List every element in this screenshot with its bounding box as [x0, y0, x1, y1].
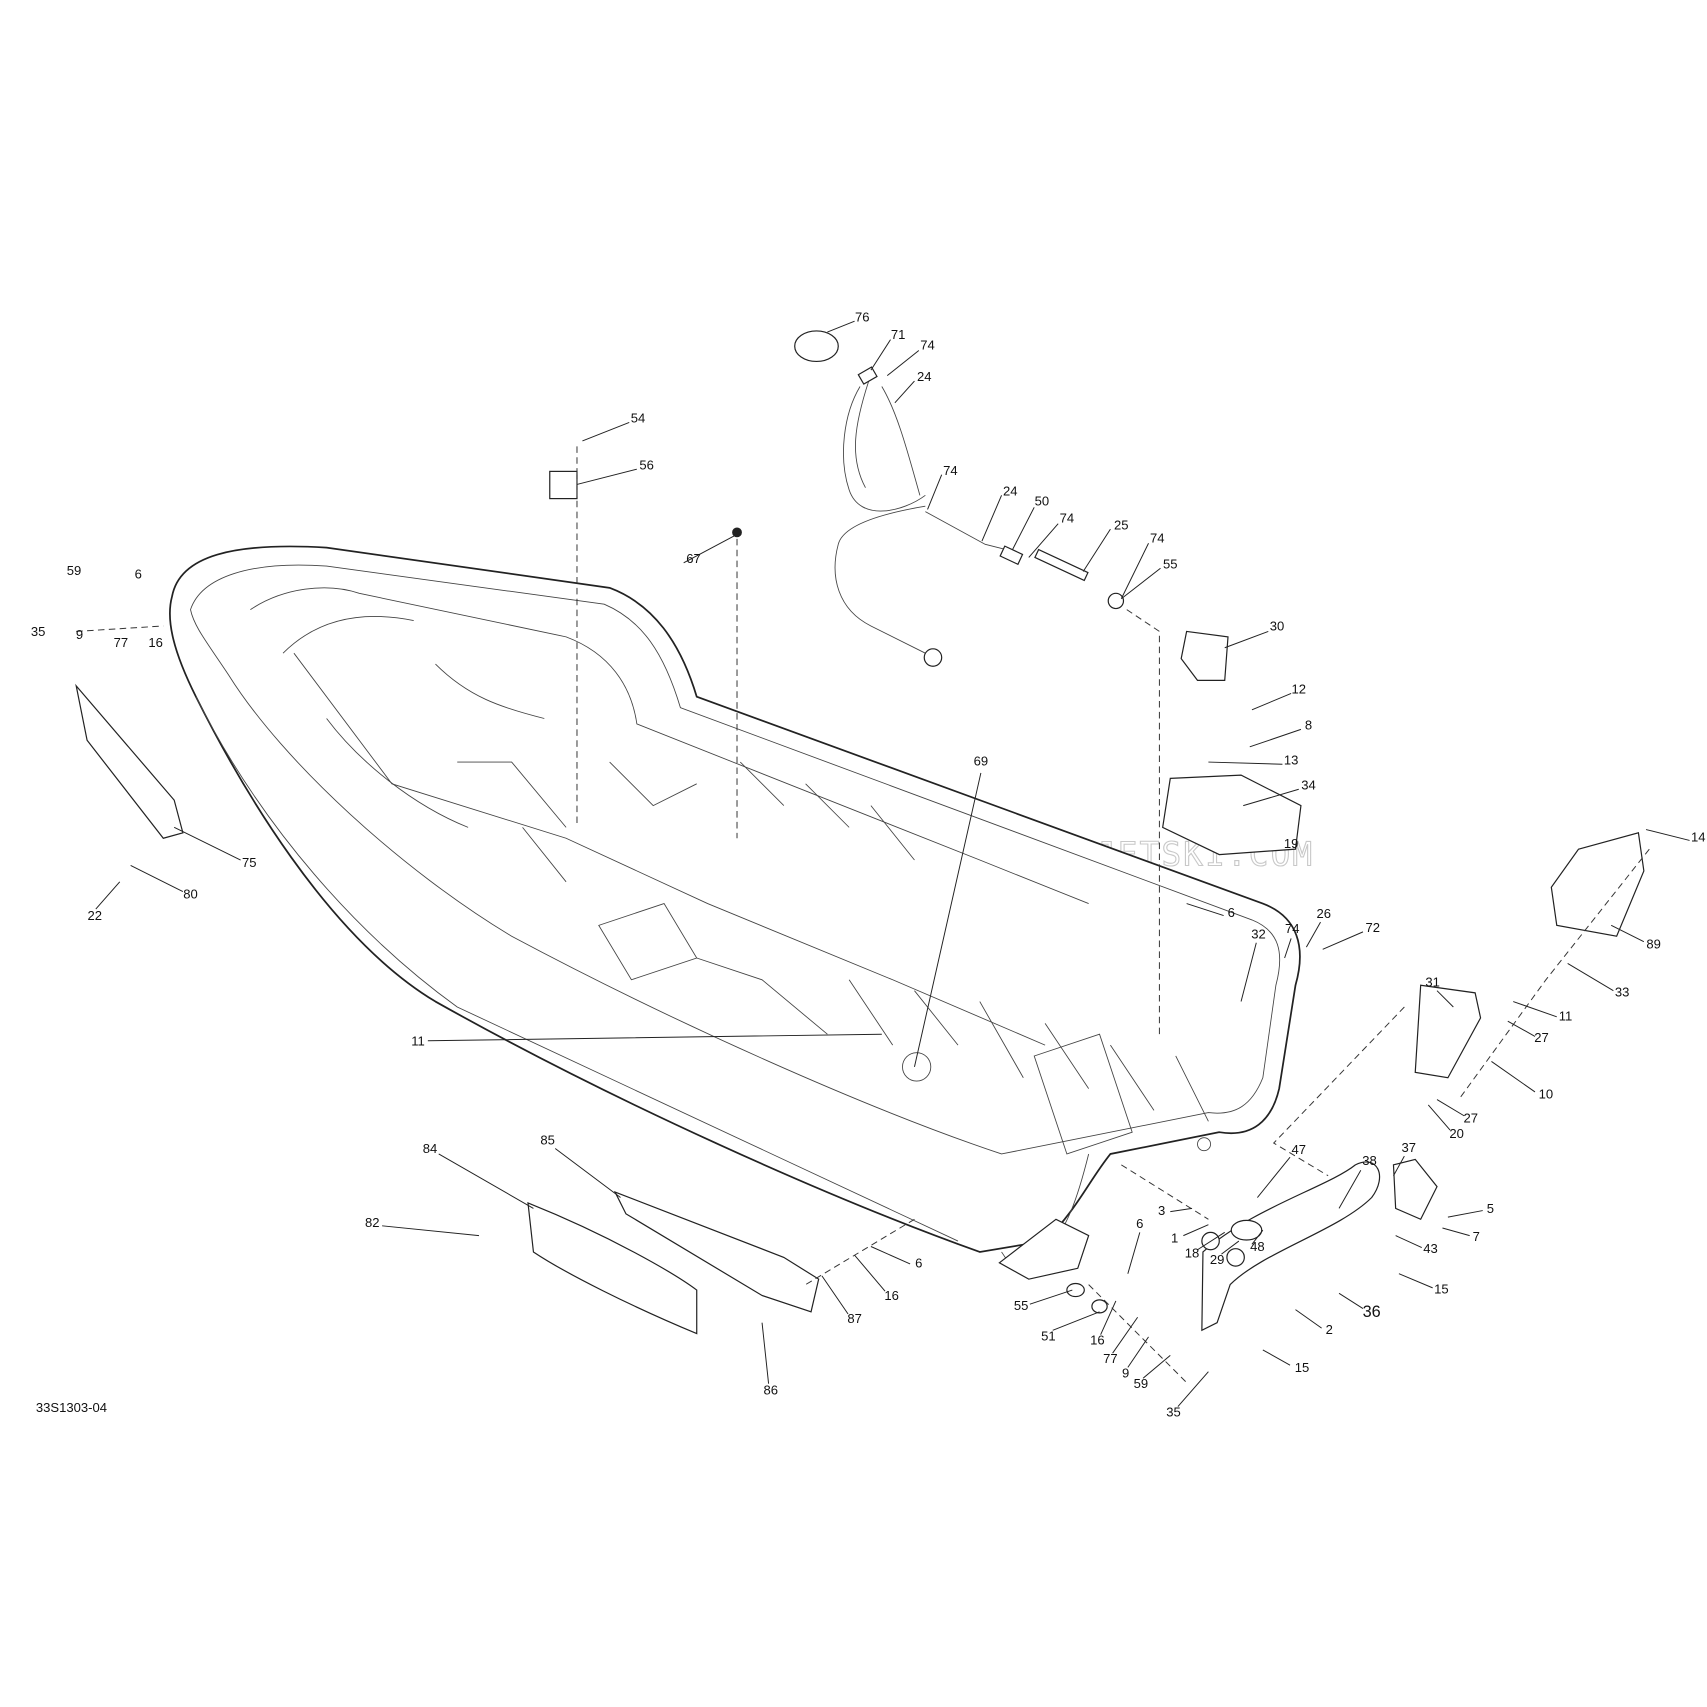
callout: 84: [423, 1141, 438, 1156]
callout: 74: [1060, 511, 1075, 526]
callout: 15: [1295, 1360, 1310, 1375]
callout: 11: [1559, 1008, 1573, 1023]
callout: 82: [365, 1215, 380, 1230]
callout: 74: [1150, 530, 1165, 545]
callout: 54: [631, 411, 646, 426]
callout: 43: [1423, 1241, 1438, 1256]
callout: 27: [1534, 1030, 1549, 1045]
callout: 85: [540, 1132, 555, 1147]
callout: 18: [1185, 1246, 1200, 1261]
callout: 6: [135, 566, 142, 581]
callout: 50: [1035, 493, 1050, 508]
callout: 22: [87, 908, 102, 923]
callout: 33: [1615, 984, 1630, 999]
callout: 6: [915, 1255, 922, 1270]
callout: 47: [1291, 1142, 1306, 1157]
hull-body: [169, 545, 1301, 1269]
callout: 29: [1210, 1252, 1225, 1267]
callout: 74: [920, 338, 935, 353]
callout: 9: [1122, 1365, 1129, 1380]
leader-lines: [95, 320, 1690, 1407]
callout: 59: [67, 563, 82, 578]
callout: 30: [1270, 619, 1285, 634]
callout: 55: [1163, 556, 1178, 571]
callout: 3: [1158, 1203, 1165, 1218]
callout: 20: [1449, 1126, 1464, 1141]
callout: 74: [943, 463, 958, 478]
callout: 74: [1285, 921, 1300, 936]
callout: 12: [1291, 682, 1306, 697]
callout: 77: [114, 635, 129, 650]
callout: 36: [1363, 1303, 1381, 1321]
diagram-reference-code: 33S1303-04: [36, 1400, 107, 1415]
hose-assembly: [794, 330, 1125, 667]
callout: 16: [884, 1288, 899, 1303]
callout: 16: [148, 635, 163, 650]
callout: 38: [1362, 1153, 1377, 1168]
callout: 16: [1090, 1333, 1105, 1348]
callout: 75: [242, 855, 257, 870]
callout: 71: [891, 327, 906, 342]
callout: 69: [974, 754, 989, 769]
small-parts: [75, 470, 1645, 1335]
assembly-lines: [76, 446, 1650, 1383]
callout: 31: [1425, 975, 1440, 990]
callout: 77: [1103, 1351, 1118, 1366]
callout: 10: [1539, 1087, 1554, 1102]
callout: 1: [1171, 1230, 1178, 1245]
callout: 26: [1317, 906, 1332, 921]
callout: 72: [1366, 920, 1381, 935]
callout: 24: [1003, 484, 1018, 499]
callout: 59: [1134, 1376, 1149, 1391]
callout: 35: [1166, 1405, 1181, 1420]
callout: 89: [1646, 936, 1661, 951]
callout: 24: [917, 369, 932, 384]
callout: 27: [1464, 1111, 1479, 1126]
callout-labels: 76 71 74 24 54 56 74 24 50 74 25 74 55 6…: [31, 309, 1706, 1419]
callout: 11: [411, 1033, 425, 1048]
callout: 86: [764, 1383, 779, 1398]
callout: 14: [1691, 830, 1706, 845]
callout: 6: [1228, 905, 1235, 920]
callout: 32: [1251, 927, 1266, 942]
callout: 25: [1114, 517, 1129, 532]
callout: 7: [1473, 1229, 1480, 1244]
callout: 19: [1284, 836, 1299, 851]
callout: 76: [855, 309, 870, 324]
callout: 67: [686, 551, 701, 566]
callout: 56: [639, 457, 654, 472]
callout: 6: [1136, 1216, 1143, 1231]
callout: 2: [1326, 1322, 1333, 1337]
callout: 87: [847, 1311, 862, 1326]
callout: 13: [1284, 752, 1299, 767]
callout: 34: [1301, 777, 1316, 792]
callout: 15: [1434, 1282, 1449, 1297]
callout: 55: [1014, 1298, 1029, 1313]
callout: 37: [1401, 1140, 1416, 1155]
callout: 48: [1250, 1239, 1265, 1254]
callout: 80: [183, 886, 198, 901]
callout: 51: [1041, 1328, 1056, 1343]
callout: 9: [76, 627, 83, 642]
callout: 35: [31, 624, 46, 639]
callout: 8: [1305, 718, 1312, 733]
callout: 5: [1487, 1201, 1494, 1216]
